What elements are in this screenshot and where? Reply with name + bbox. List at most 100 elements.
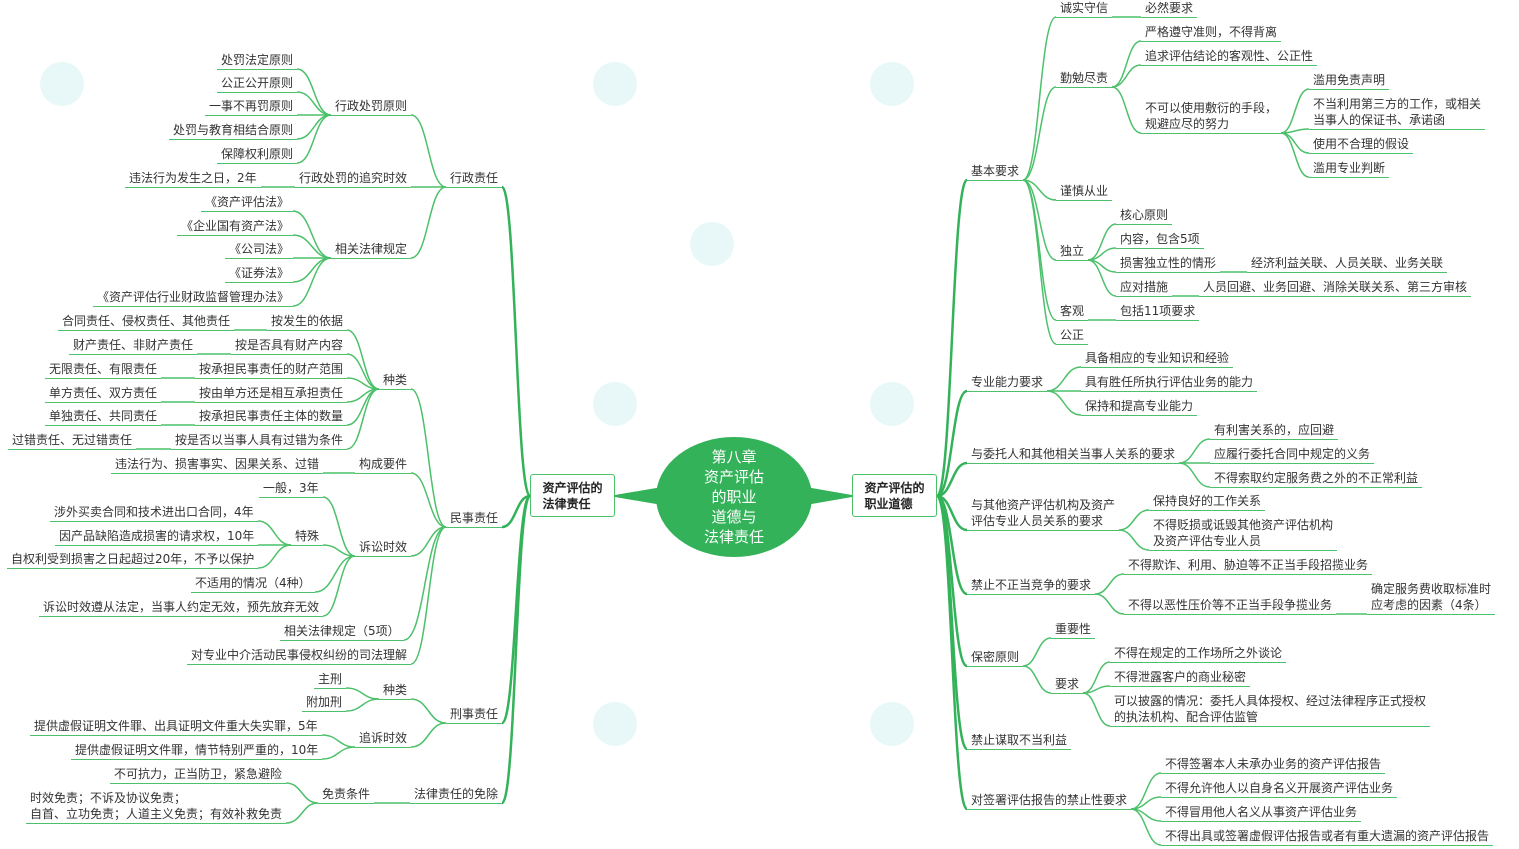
mindmap-node-legal-civil-limitation-special-items-2[interactable]: 自权利受到损害之日起超过20年，不予以保护 — [7, 551, 259, 569]
mindmap-node-ethics-competence-items-1[interactable]: 具有胜任所执行评估业务的能力 — [1081, 374, 1258, 392]
mindmap-node-ethics-basic-diligence-evasion-items-2[interactable]: 使用不合理的假设 — [1309, 136, 1414, 154]
mindmap-node-legal-criminal-types-items-0[interactable]: 主刑 — [314, 671, 347, 689]
mindmap-node-ethics-basic-independence-content[interactable]: 内容，包含5项 — [1116, 231, 1204, 249]
mindmap-node-ethics-basic-honesty-label[interactable]: 诚实守信 — [1056, 0, 1113, 18]
mindmap-node-ethics-basic-independence-core[interactable]: 核心原则 — [1116, 207, 1173, 225]
mindmap-node-ethics-competence-label[interactable]: 专业能力要求 — [967, 374, 1048, 392]
mindmap-node-legal-civil-judicial[interactable]: 对专业中介活动民事侵权纠纷的司法理解 — [187, 647, 412, 665]
mindmap-node-ethics-basic-fairness[interactable]: 公正 — [1056, 327, 1089, 345]
mindmap-node-legal-civil-types-items-0-value[interactable]: 合同责任、侵权责任、其他责任 — [58, 313, 235, 331]
mindmap-node-legal-civil-types-items-5-value[interactable]: 过错责任、无过错责任 — [8, 432, 137, 450]
main-branch-legal-liability[interactable]: 资产评估的 法律责任 — [530, 474, 615, 517]
mindmap-node-ethics-basic-diligence-evasion-items-1[interactable]: 不当利用第三方的工作，或相关 当事人的保证书、承诺函 — [1309, 96, 1486, 130]
mindmap-node-legal-criminal-limitation-items-0[interactable]: 提供虚假证明文件罪、出具证明文件重大失实罪，5年 — [30, 718, 322, 736]
mindmap-node-ethics-basic-diligence-items-0[interactable]: 严格遵守准则，不得背离 — [1141, 24, 1282, 42]
mindmap-node-ethics-client-items-1[interactable]: 应履行委托合同中规定的义务 — [1210, 446, 1375, 464]
mindmap-node-legal-civil-types-items-5-basis[interactable]: 按是否以当事人具有过错为条件 — [171, 432, 348, 450]
mindmap-node-ethics-confidentiality-label[interactable]: 保密原则 — [967, 649, 1024, 667]
mindmap-node-legal-admin-principles-label[interactable]: 行政处罚原则 — [331, 98, 412, 116]
mindmap-node-legal-civil-limitation-label[interactable]: 诉讼时效 — [355, 539, 412, 557]
mindmap-node-ethics-basic-diligence-label[interactable]: 勤勉尽责 — [1056, 70, 1113, 88]
mindmap-node-legal-civil-limitation-not-applicable[interactable]: 不适用的情况（4种） — [191, 575, 315, 593]
mindmap-node-ethics-confidentiality-importance[interactable]: 重要性 — [1051, 621, 1096, 639]
mindmap-node-legal-exemption-conditions-label[interactable]: 免责条件 — [318, 786, 375, 804]
mindmap-node-ethics-competition-pricing-label[interactable]: 不得以恶性压价等不正当手段争揽业务 — [1124, 597, 1337, 615]
central-topic[interactable]: 第八章 资产评估 的职业 道德与 法律责任 — [656, 437, 812, 557]
mindmap-node-ethics-basic-prudence[interactable]: 谨慎从业 — [1056, 183, 1113, 201]
mindmap-node-ethics-basic-diligence-evasion-items-0[interactable]: 滥用免责声明 — [1309, 72, 1390, 90]
mindmap-node-legal-exemption-label[interactable]: 法律责任的免除 — [410, 786, 503, 804]
mindmap-node-ethics-confidentiality-requirements-items-0[interactable]: 不得在规定的工作场所之外谈论 — [1110, 645, 1287, 663]
mindmap-node-legal-civil-types-items-4-basis[interactable]: 按承担民事责任主体的数量 — [195, 408, 348, 426]
mindmap-node-ethics-signing-label[interactable]: 对签署评估报告的禁止性要求 — [967, 792, 1132, 810]
mindmap-node-ethics-basic-diligence-evasion-items-3[interactable]: 滥用专业判断 — [1309, 160, 1390, 178]
mindmap-node-ethics-basic-independence-label[interactable]: 独立 — [1056, 243, 1089, 261]
mindmap-node-legal-civil-label[interactable]: 民事责任 — [446, 510, 503, 528]
mindmap-node-ethics-basic-independence-measures-label[interactable]: 应对措施 — [1116, 279, 1173, 297]
mindmap-node-legal-civil-laws[interactable]: 相关法律规定（5项） — [280, 623, 404, 641]
mindmap-node-legal-admin-laws-items-3[interactable]: 《证券法》 — [225, 265, 294, 283]
mindmap-node-ethics-competence-items-0[interactable]: 具备相应的专业知识和经验 — [1081, 350, 1234, 368]
mindmap-node-ethics-peers-items-1[interactable]: 不得贬损或诋毁其他资产评估机构 及资产评估专业人员 — [1149, 517, 1338, 551]
mindmap-node-ethics-signing-items-1[interactable]: 不得允许他人以自身名义开展资产评估业务 — [1161, 780, 1398, 798]
mindmap-node-legal-civil-types-items-3-value[interactable]: 单方责任、双方责任 — [45, 385, 162, 403]
mindmap-node-legal-admin-limitation-label[interactable]: 行政处罚的追究时效 — [295, 170, 412, 188]
mindmap-node-legal-civil-types-items-2-basis[interactable]: 按承担民事责任的财产范围 — [195, 361, 348, 379]
mindmap-node-ethics-peers-items-0[interactable]: 保持良好的工作关系 — [1149, 493, 1266, 511]
mindmap-node-ethics-basic-honesty-value[interactable]: 必然要求 — [1141, 0, 1198, 18]
mindmap-node-ethics-basic-independence-threats-value[interactable]: 经济利益关联、人员关联、业务关联 — [1247, 255, 1448, 273]
mindmap-node-legal-civil-types-items-2-value[interactable]: 无限责任、有限责任 — [45, 361, 162, 379]
mindmap-node-legal-admin-principles-items-3[interactable]: 处罚与教育相结合原则 — [169, 122, 298, 140]
mindmap-node-legal-civil-limitation-special-label[interactable]: 特殊 — [291, 528, 324, 546]
mindmap-node-legal-civil-types-label[interactable]: 种类 — [379, 372, 412, 390]
mindmap-node-ethics-basic-objectivity-value[interactable]: 包括11项要求 — [1116, 303, 1200, 321]
mindmap-node-legal-admin-laws-items-0[interactable]: 《资产评估法》 — [201, 194, 294, 212]
mindmap-node-legal-admin-principles-items-4[interactable]: 保障权利原则 — [217, 146, 298, 164]
mindmap-node-legal-admin-principles-items-1[interactable]: 公正公开原则 — [217, 75, 298, 93]
mindmap-node-ethics-basic-independence-measures-value[interactable]: 人员回避、业务回避、消除关联关系、第三方审核 — [1199, 279, 1472, 297]
mindmap-node-legal-admin-laws-items-2[interactable]: 《公司法》 — [225, 241, 294, 259]
mindmap-node-legal-admin-label[interactable]: 行政责任 — [446, 170, 503, 188]
mindmap-node-ethics-confidentiality-requirements-items-2[interactable]: 可以披露的情况：委托人具体授权、经过法律程序正式授权 的执法机构、配合评估监管 — [1110, 693, 1431, 727]
mindmap-node-ethics-signing-items-2[interactable]: 不得冒用他人名义从事资产评估业务 — [1161, 804, 1362, 822]
mindmap-node-legal-criminal-label[interactable]: 刑事责任 — [446, 706, 503, 724]
mindmap-node-legal-exemption-conditions-items-0[interactable]: 不可抗力，正当防卫，紧急避险 — [110, 766, 287, 784]
main-branch-professional-ethics[interactable]: 资产评估的 职业道德 — [852, 474, 937, 517]
mindmap-node-legal-civil-elements-value[interactable]: 违法行为、损害事实、因果关系、过错 — [111, 456, 324, 474]
mindmap-node-ethics-confidentiality-requirements-label[interactable]: 要求 — [1051, 676, 1084, 694]
mindmap-node-ethics-signing-items-0[interactable]: 不得签署本人未承办业务的资产评估报告 — [1161, 756, 1386, 774]
mindmap-node-ethics-basic-label[interactable]: 基本要求 — [967, 163, 1024, 181]
mindmap-node-ethics-basic-diligence-items-1[interactable]: 追求评估结论的客观性、公正性 — [1141, 48, 1318, 66]
mindmap-node-legal-civil-limitation-special-items-1[interactable]: 因产品缺陷造成损害的请求权，10年 — [55, 528, 259, 546]
mindmap-node-ethics-client-items-0[interactable]: 有利害关系的，应回避 — [1210, 422, 1339, 440]
mindmap-node-legal-criminal-types-items-1[interactable]: 附加刑 — [302, 694, 347, 712]
mindmap-node-legal-civil-limitation-general[interactable]: 一般，3年 — [259, 480, 323, 498]
mindmap-node-ethics-client-label[interactable]: 与委托人和其他相关当事人关系的要求 — [967, 446, 1180, 464]
mindmap-node-ethics-peers-label[interactable]: 与其他资产评估机构及资产 评估专业人员关系的要求 — [967, 497, 1120, 531]
mindmap-node-ethics-competition-label[interactable]: 禁止不正当竞争的要求 — [967, 577, 1096, 595]
mindmap-node-legal-criminal-types-label[interactable]: 种类 — [379, 682, 412, 700]
mindmap-node-legal-civil-types-items-0-basis[interactable]: 按发生的依据 — [267, 313, 348, 331]
mindmap-node-ethics-basic-objectivity-label[interactable]: 客观 — [1056, 303, 1089, 321]
mindmap-node-legal-admin-limitation-value[interactable]: 违法行为发生之日，2年 — [125, 170, 261, 188]
mindmap-node-ethics-no-improper-benefit[interactable]: 禁止谋取不当利益 — [967, 732, 1072, 750]
mindmap-node-legal-civil-elements-label[interactable]: 构成要件 — [355, 456, 412, 474]
mindmap-node-legal-civil-limitation-special-items-0[interactable]: 涉外买卖合同和技术进出口合同，4年 — [50, 504, 258, 522]
mindmap-node-ethics-signing-items-3[interactable]: 不得出具或签署虚假评估报告或者有重大遗漏的资产评估报告 — [1161, 828, 1494, 846]
mindmap-node-legal-admin-principles-items-2[interactable]: 一事不再罚原则 — [205, 98, 298, 116]
mindmap-node-ethics-basic-diligence-evasion-label[interactable]: 不可以使用敷衍的手段， 规避应尽的努力 — [1141, 100, 1282, 134]
mindmap-node-legal-admin-laws-items-4[interactable]: 《资产评估行业财政监督管理办法》 — [93, 289, 294, 307]
mindmap-node-legal-admin-laws-label[interactable]: 相关法律规定 — [331, 241, 412, 259]
mindmap-node-legal-admin-laws-items-1[interactable]: 《企业国有资产法》 — [177, 218, 294, 236]
mindmap-node-ethics-competition-pricing-value[interactable]: 确定服务费收取标准时 应考虑的因素（4条） — [1367, 581, 1496, 615]
mindmap-node-ethics-client-items-2[interactable]: 不得索取约定服务费之外的不正常利益 — [1210, 470, 1423, 488]
mindmap-node-legal-civil-types-items-1-value[interactable]: 财产责任、非财产责任 — [69, 337, 198, 355]
mindmap-node-legal-criminal-limitation-items-1[interactable]: 提供虚假证明文件罪，情节特别严重的，10年 — [71, 742, 323, 760]
mindmap-node-legal-criminal-limitation-label[interactable]: 追诉时效 — [355, 730, 412, 748]
mindmap-node-legal-admin-principles-items-0[interactable]: 处罚法定原则 — [217, 52, 298, 70]
mindmap-node-ethics-competence-items-2[interactable]: 保持和提高专业能力 — [1081, 398, 1198, 416]
mindmap-node-legal-civil-limitation-rule[interactable]: 诉讼时效遵从法定，当事人约定无效，预先放弃无效 — [39, 599, 324, 617]
mindmap-node-legal-civil-types-items-4-value[interactable]: 单独责任、共同责任 — [45, 408, 162, 426]
mindmap-node-ethics-basic-independence-threats-label[interactable]: 损害独立性的情形 — [1116, 255, 1221, 273]
mindmap-node-ethics-competition-items-0[interactable]: 不得欺诈、利用、胁迫等不正当手段招揽业务 — [1124, 557, 1373, 575]
